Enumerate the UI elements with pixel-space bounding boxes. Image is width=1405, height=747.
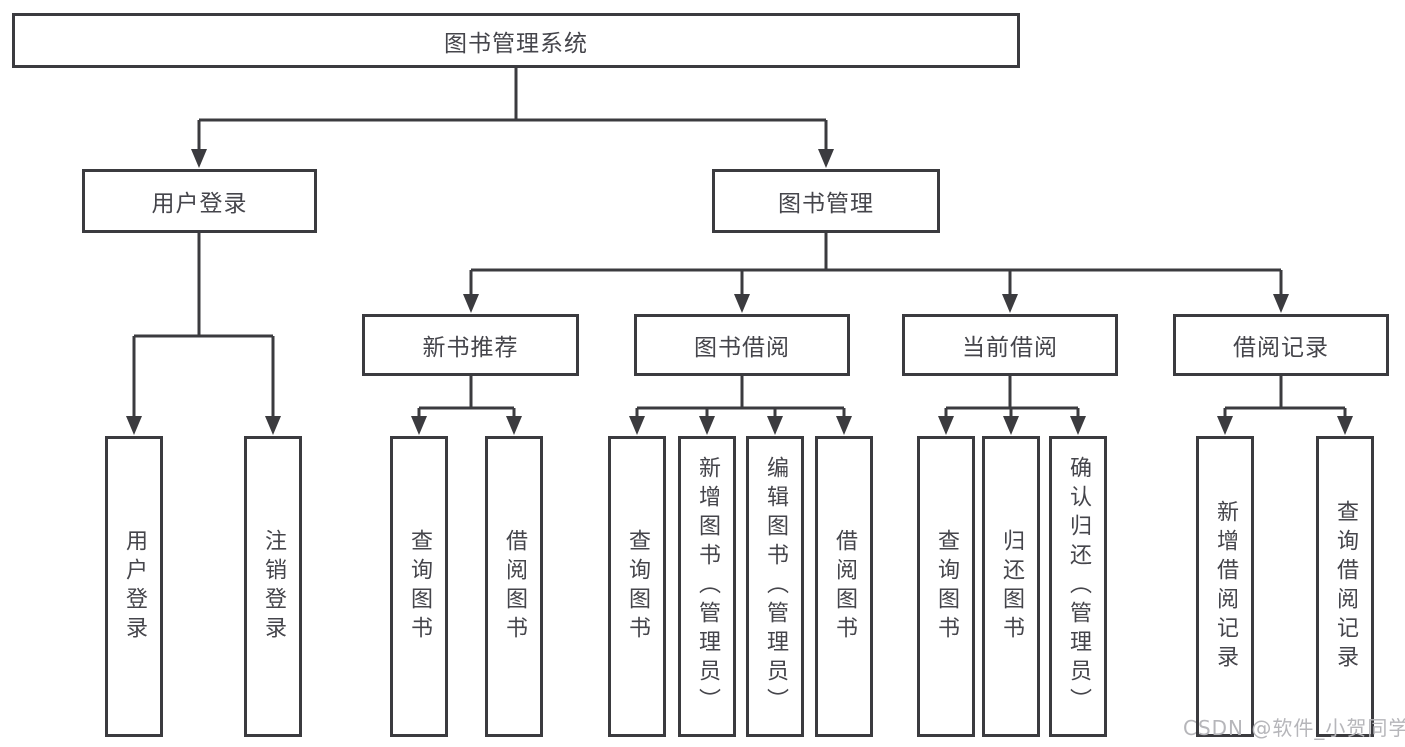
node-book-borrowing: 图书借阅	[634, 314, 850, 376]
node-label: 借阅记录	[1233, 335, 1329, 361]
leaf-confirm-return-admin: 确认归还（管理员）	[1049, 436, 1107, 737]
node-label: 查询借阅记录	[1333, 499, 1358, 674]
node-label: 图书借阅	[694, 335, 790, 361]
leaf-borrow-books-borrowing: 借阅图书	[815, 436, 873, 737]
node-new-book-recommendation: 新书推荐	[362, 314, 579, 376]
node-label: 用户登录	[122, 528, 147, 645]
leaf-logout: 注销登录	[244, 436, 302, 737]
leaf-query-books-borrowing: 查询图书	[608, 436, 666, 737]
node-label: 图书管理	[778, 191, 874, 217]
node-label: 借阅图书	[832, 528, 857, 645]
node-borrowing-records: 借阅记录	[1173, 314, 1389, 376]
node-label: 查询图书	[407, 528, 432, 645]
leaf-query-books-current: 查询图书	[917, 436, 975, 737]
node-user-login-branch: 用户登录	[82, 169, 317, 233]
node-label: 确认归还（管理员）	[1066, 456, 1091, 717]
node-label: 归还图书	[999, 528, 1024, 645]
leaf-edit-books-admin: 编辑图书（管理员）	[746, 436, 804, 737]
node-label: 查询图书	[934, 528, 959, 645]
node-library-management-system: 图书管理系统	[12, 13, 1020, 68]
leaf-add-borrow-record: 新增借阅记录	[1196, 436, 1254, 737]
leaf-borrow-books-newbook: 借阅图书	[485, 436, 543, 737]
leaf-user-login: 用户登录	[105, 436, 163, 737]
node-label: 注销登录	[261, 528, 286, 645]
node-label: 新增借阅记录	[1213, 499, 1238, 674]
leaf-add-books-admin: 新增图书（管理员）	[678, 436, 736, 737]
node-label: 新书推荐	[422, 335, 519, 361]
node-current-borrowing: 当前借阅	[902, 314, 1118, 376]
node-label: 查询图书	[625, 528, 650, 645]
node-book-management-branch: 图书管理	[712, 169, 940, 233]
leaf-query-books-newbook: 查询图书	[390, 436, 448, 737]
node-label: 当前借阅	[962, 335, 1058, 361]
leaf-return-books: 归还图书	[982, 436, 1040, 737]
leaf-query-borrow-record: 查询借阅记录	[1316, 436, 1374, 737]
node-label: 新增图书（管理员）	[695, 456, 720, 717]
csdn-watermark: CSDN @软件_小贺同学	[1183, 716, 1405, 740]
node-label: 编辑图书（管理员）	[763, 456, 788, 717]
node-label: 图书管理系统	[444, 30, 588, 57]
node-label: 用户登录	[151, 191, 248, 217]
node-label: 借阅图书	[502, 528, 527, 645]
